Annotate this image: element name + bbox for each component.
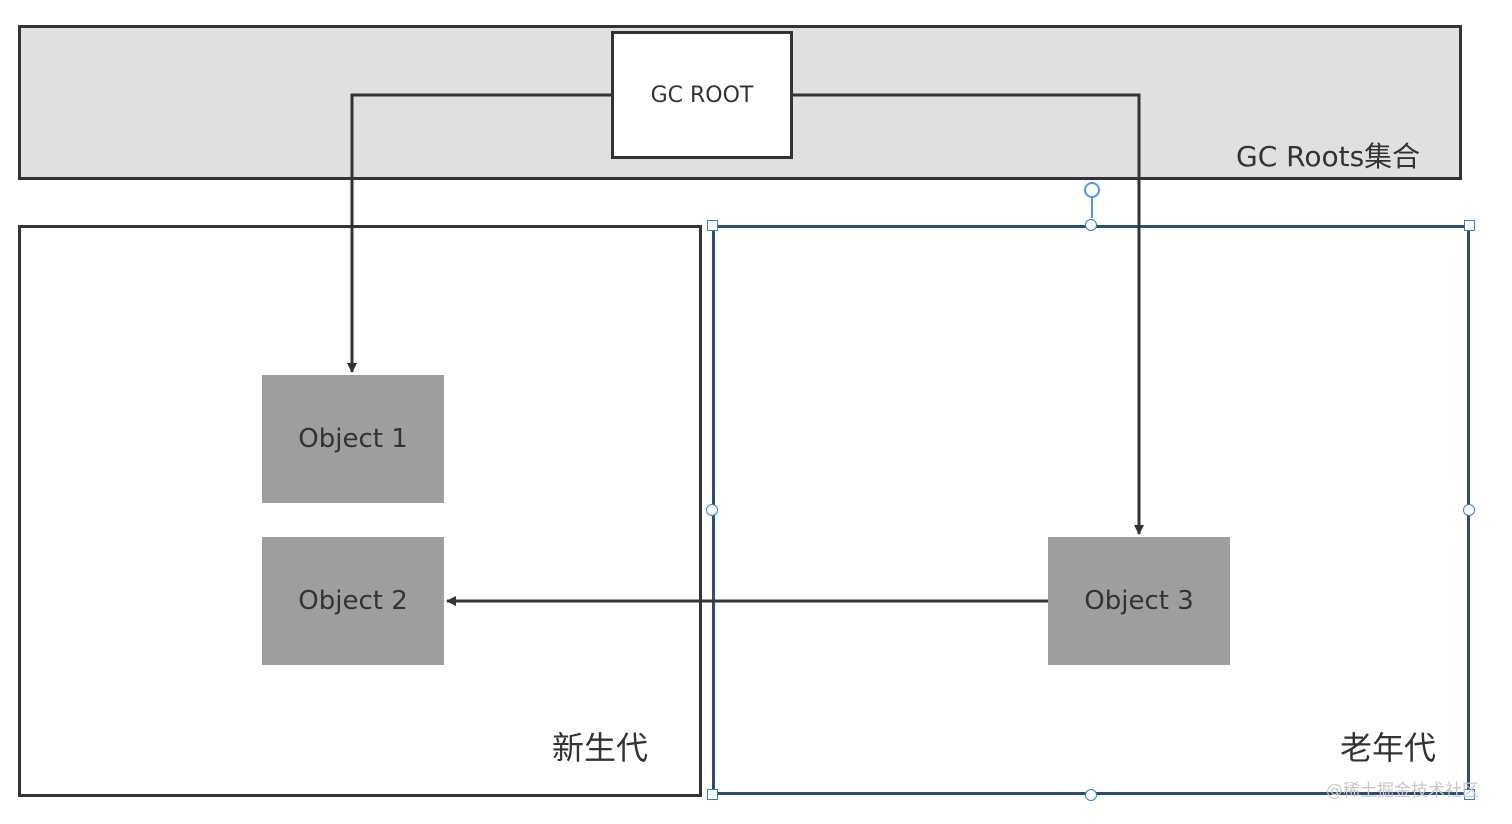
rotate-handle[interactable]: [1084, 182, 1100, 198]
young-generation-label: 新生代: [552, 729, 649, 767]
resize-handle-top-middle[interactable]: [1085, 219, 1097, 231]
object-2-node[interactable]: Object 2: [262, 537, 444, 665]
rotate-handle-stem: [1091, 198, 1093, 218]
resize-handle-bottom-middle[interactable]: [1085, 789, 1097, 801]
resize-handle-bottom-left[interactable]: [707, 789, 718, 800]
watermark: @稀土掘金技术社区: [1326, 781, 1479, 801]
object-1-node[interactable]: Object 1: [262, 375, 444, 503]
resize-handle-right-middle[interactable]: [1463, 504, 1475, 516]
resize-handle-top-left[interactable]: [707, 220, 718, 231]
young-generation-region[interactable]: [18, 225, 702, 797]
gc-root-node[interactable]: GC ROOT: [611, 31, 793, 159]
object-2-label: Object 2: [298, 586, 408, 616]
old-generation-region[interactable]: [712, 225, 1470, 795]
gc-roots-collection-label: GC Roots集合: [1236, 140, 1421, 173]
resize-handle-top-right[interactable]: [1464, 220, 1475, 231]
object-3-node[interactable]: Object 3: [1048, 537, 1230, 665]
object-3-label: Object 3: [1084, 586, 1194, 616]
old-generation-label: 老年代: [1340, 729, 1437, 767]
resize-handle-bottom-right[interactable]: [1464, 789, 1475, 800]
object-1-label: Object 1: [298, 424, 408, 454]
resize-handle-left-middle[interactable]: [706, 504, 718, 516]
gc-root-label: GC ROOT: [650, 82, 754, 108]
